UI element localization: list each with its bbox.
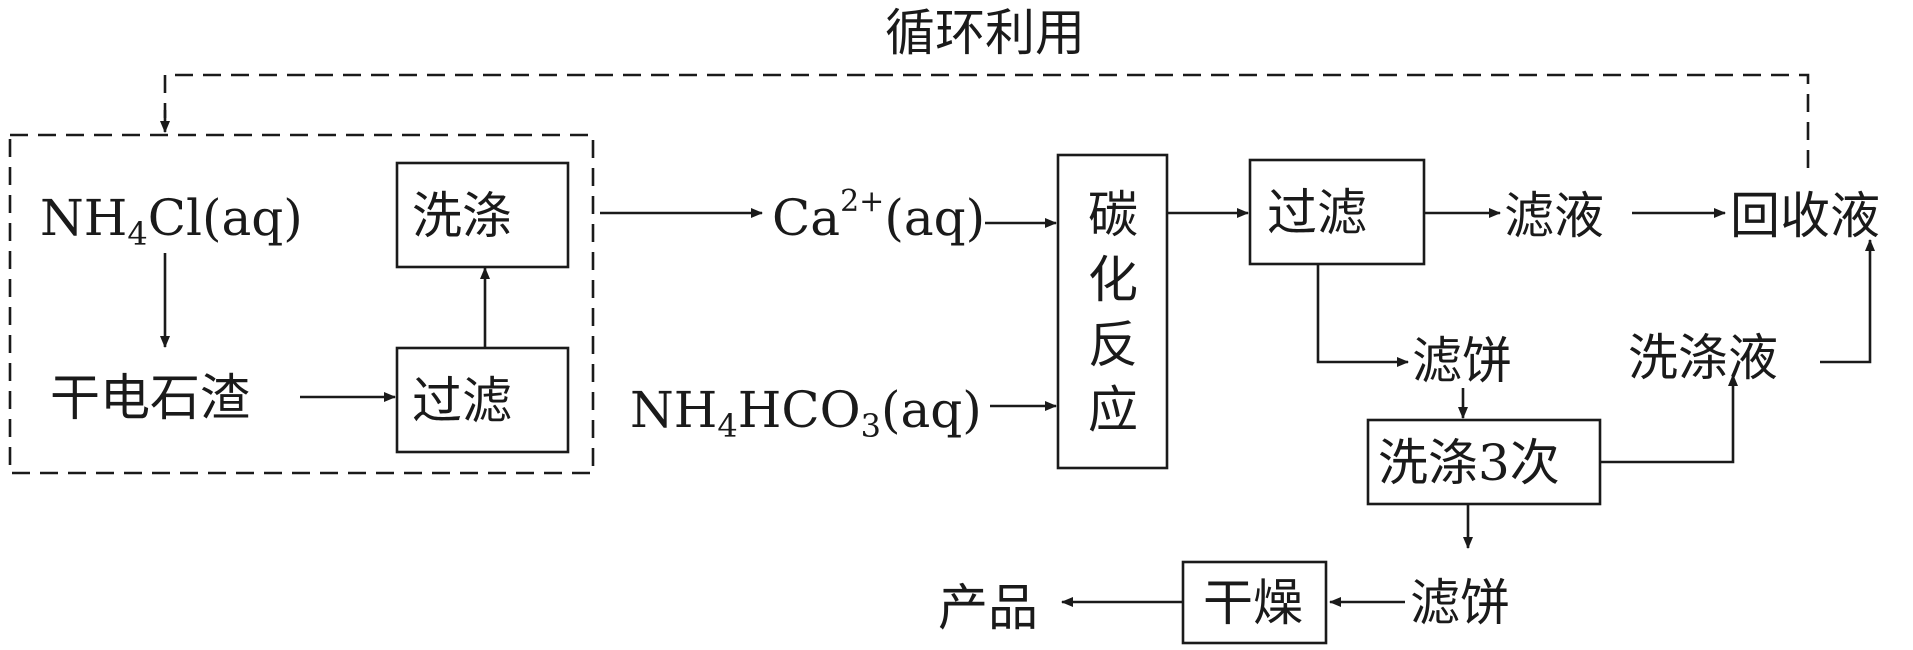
wash3-label: 洗涤3次 [1378, 434, 1560, 492]
recovered-liquid-label: 回收液 [1730, 187, 1880, 245]
dry-slag-label: 干电石渣 [50, 369, 250, 427]
filter2-box [1248, 158, 1426, 266]
dry-box [1181, 560, 1328, 645]
wash-liquid-label: 洗涤液 [1628, 329, 1778, 387]
arrow-filter2-to-cake1 [1316, 265, 1409, 367]
product-label: 产品 [938, 579, 1038, 637]
ca-ion-label: Ca2+(aq) [772, 184, 985, 247]
nh4hco3-label: NH4HCO3(aq) [630, 381, 982, 445]
filter1-box [395, 346, 570, 454]
arrow-wash-liquid-to-recovered [1820, 239, 1875, 364]
recycle-label: 循环利用 [885, 4, 1085, 62]
filtrate-label: 滤液 [1504, 187, 1604, 245]
carbonation-char-1: 碳 [1088, 186, 1138, 244]
filter1-label: 过滤 [412, 372, 512, 430]
pretreatment-group [8, 133, 595, 475]
carbonation-char-3: 反 [1088, 316, 1138, 374]
arrow-wash3-to-wash-liquid [1600, 374, 1738, 464]
filter-cake2-label: 滤饼 [1410, 574, 1510, 632]
wash1-label: 洗涤 [412, 187, 512, 245]
recycle-loop: 循环利用 [160, 4, 1810, 168]
carbonation-char-4: 应 [1088, 381, 1138, 439]
filter2-label: 过滤 [1267, 184, 1367, 242]
recycle-line [163, 73, 1810, 168]
carbonation-char-2: 化 [1088, 251, 1138, 309]
nh4cl-label: NH4Cl(aq) [40, 189, 303, 253]
filter-cake1-label: 滤饼 [1412, 332, 1512, 390]
carbonation-box [1056, 153, 1169, 470]
wash1-box [395, 161, 570, 269]
dry-label: 干燥 [1203, 574, 1303, 632]
